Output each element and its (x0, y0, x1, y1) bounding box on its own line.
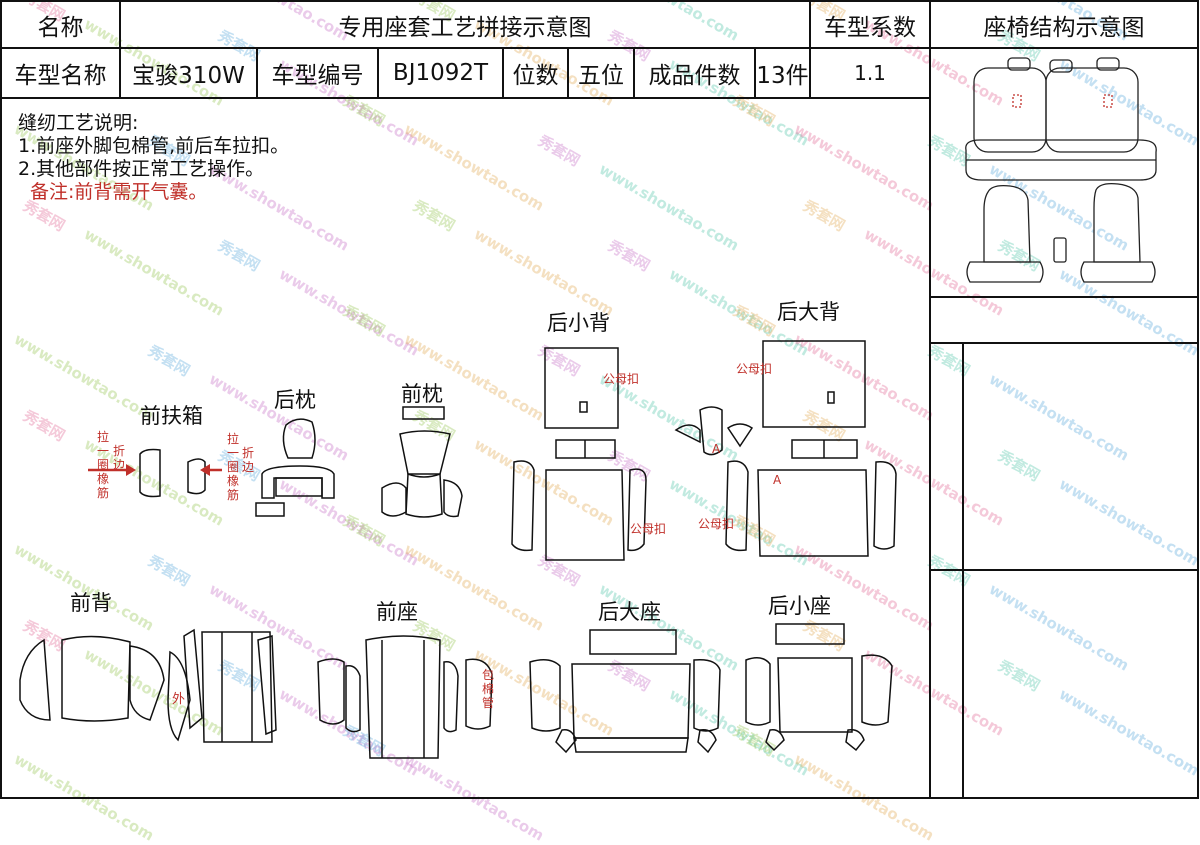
pattern-diagram (0, 0, 1199, 799)
instruction-line-2: 2.其他部件按正常工艺操作。 (18, 158, 265, 180)
front-headrest-pattern (381, 406, 463, 518)
pieces-value: 13件 (756, 63, 809, 89)
seats-label: 位数 (512, 63, 559, 89)
seat-structure-sketch (965, 57, 1157, 283)
label-front-headrest: 前枕 (401, 382, 443, 406)
note-pull-elastic-left: 拉一圈橡筋 (96, 430, 109, 500)
label-rear-headrest: 后枕 (274, 388, 316, 412)
note-pull-elastic-right: 拉一圈橡筋 (226, 432, 239, 502)
label-rear-big-back: 后大背 (777, 300, 840, 324)
coefficient-value: 1.1 (854, 61, 886, 85)
instruction-remark: 备注:前背需开气囊。 (30, 181, 208, 203)
rear-small-back-pattern (511, 347, 647, 561)
fold-arrows (88, 464, 222, 476)
front-seat-pattern (317, 635, 493, 759)
label-front-seat: 前座 (376, 600, 418, 624)
note-snap-big-back-bottom: 公母扣 (698, 517, 735, 531)
pieces-label: 成品件数 (648, 63, 741, 89)
label-rear-big-seat: 后大座 (598, 600, 661, 624)
name-label: 名称 (37, 14, 84, 41)
rear-big-seat-pattern (529, 629, 721, 754)
label-rear-small-seat: 后小座 (768, 594, 831, 618)
seats-value: 五位 (578, 63, 624, 89)
note-snap-small-back-top: 公母扣 (603, 372, 640, 386)
model-name-value: 宝骏310W (132, 63, 245, 89)
note-fold-right: 折边 (241, 446, 254, 474)
note-snap-small-back-bottom: 公母扣 (630, 522, 667, 536)
structure-label: 座椅结构示意图 (983, 14, 1145, 41)
model-name-label: 车型名称 (14, 63, 107, 89)
sewing-instructions: 缝纫工艺说明: 1.前座外脚包棉管,前后车拉扣。 2.其他部件按正常工艺操作。 … (18, 112, 289, 204)
rear-headrest-pattern (255, 418, 335, 517)
model-code-label: 车型编号 (271, 63, 364, 89)
label-front-armrest: 前扶箱 (140, 404, 203, 428)
page-title: 专用座套工艺拼接示意图 (338, 14, 592, 41)
table-grid (0, 0, 1199, 799)
instructions-heading: 缝纫工艺说明: (18, 112, 139, 134)
model-code-value: BJ1092T (392, 60, 489, 86)
instruction-line-1: 1.前座外脚包棉管,前后车拉扣。 (18, 135, 290, 157)
note-outer: 外 (172, 692, 186, 707)
note-wrap-tube: 包棉管 (481, 668, 494, 710)
label-front-back: 前背 (70, 591, 112, 615)
front-back-pattern (19, 628, 277, 743)
rear-big-back-pattern (674, 340, 897, 557)
rear-small-seat-pattern (745, 623, 893, 752)
note-mark-a-1: A (712, 442, 721, 456)
front-armrest-pattern (139, 448, 206, 498)
label-rear-small-back: 后小背 (547, 311, 610, 335)
note-mark-a-2: A (773, 473, 782, 487)
note-snap-big-back-top: 公母扣 (736, 362, 773, 376)
note-fold-left: 折边 (112, 444, 125, 472)
coefficient-label: 车型系数 (824, 14, 916, 41)
